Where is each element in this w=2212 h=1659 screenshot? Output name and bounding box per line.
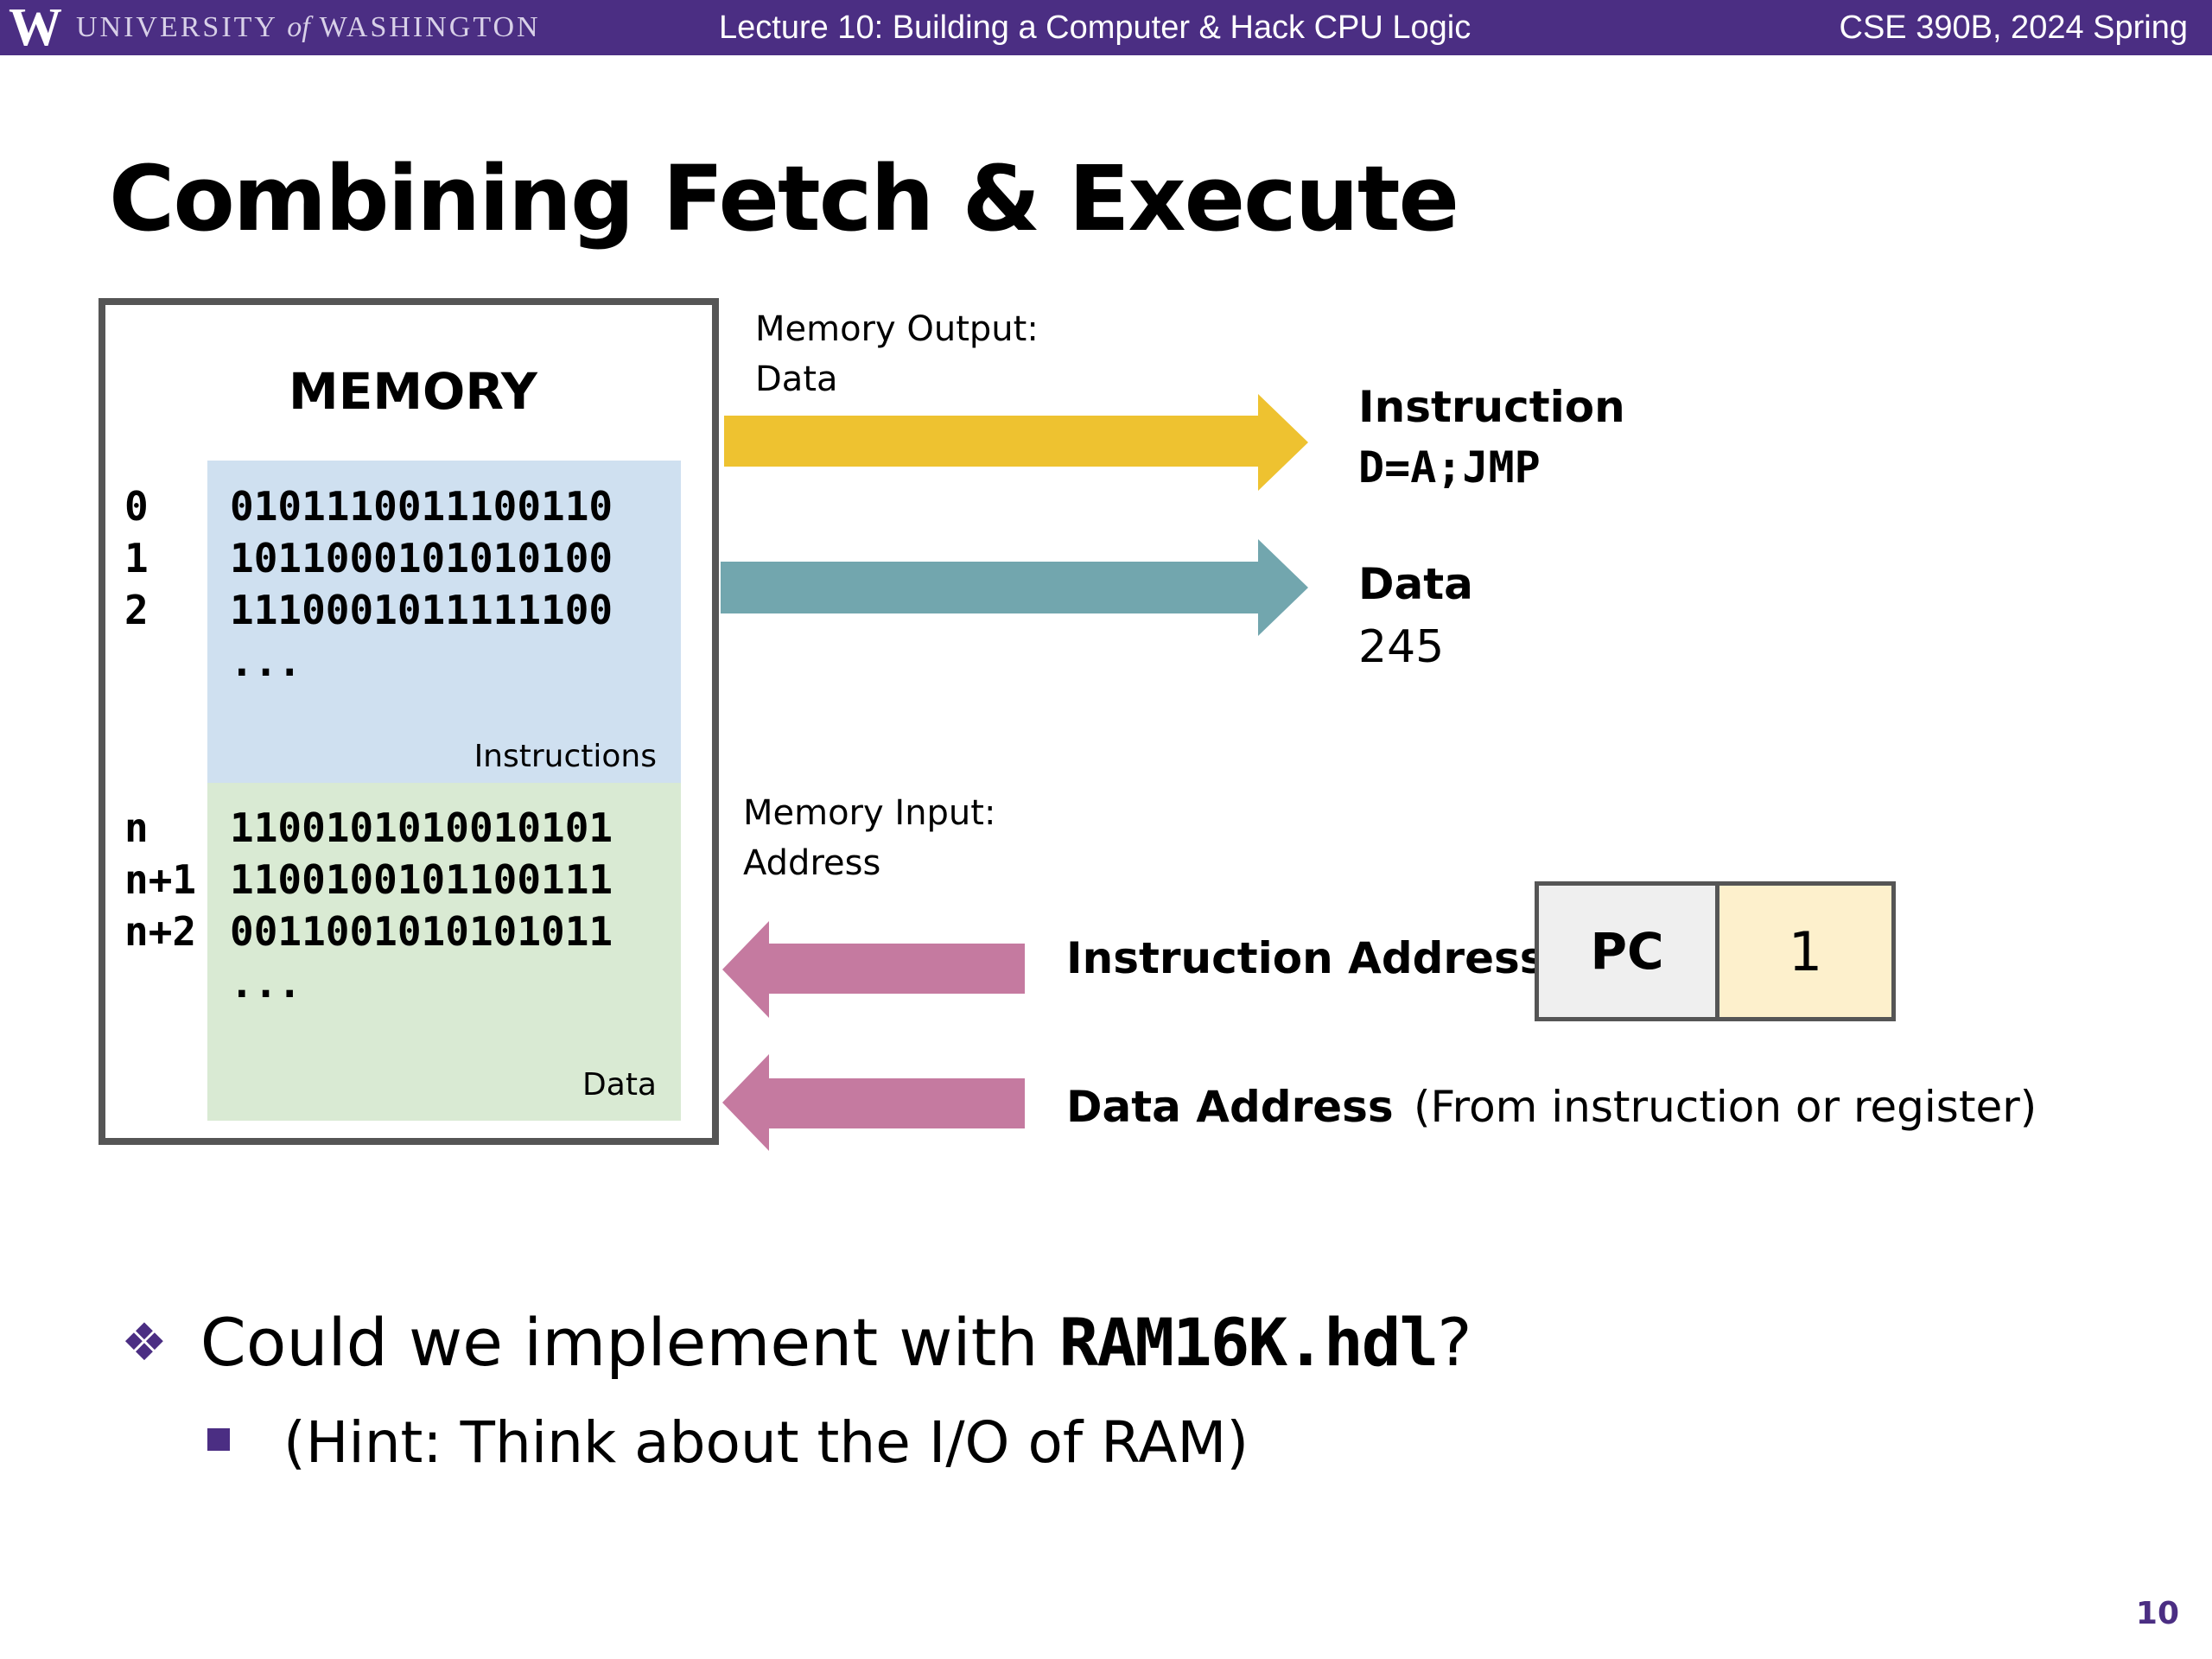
memory-word: 1011000101010100 <box>230 535 613 582</box>
university-word: UNIVERSITY <box>76 11 277 43</box>
data-output-label: Data <box>1358 559 1473 609</box>
instructions-region-label: Instructions <box>474 739 657 774</box>
instruction-address-arrow <box>722 921 1025 1018</box>
data-address-note: (From instruction or register) <box>1414 1082 2037 1132</box>
memory-word: 1110001011111100 <box>230 587 613 633</box>
data-region-label: Data <box>582 1067 657 1103</box>
slide-number: 10 <box>2135 1596 2179 1631</box>
instruction-output-value: D=A;JMP <box>1358 442 1541 493</box>
memory-ellipsis: ... <box>230 639 302 685</box>
memory-input-subheading: Address <box>743 843 881 883</box>
uw-logo-icon: W <box>9 0 62 57</box>
bullet-question: ❖ Could we implement with RAM16K.hdl? <box>121 1300 1472 1386</box>
university-name: UNIVERSITY of WASHINGTON <box>76 10 541 45</box>
data-address-label: Data Address <box>1066 1082 1394 1132</box>
square-bullet-icon <box>207 1428 230 1451</box>
data-output-value: 245 <box>1358 621 1445 673</box>
pc-register-value: 1 <box>1719 886 1891 1017</box>
memory-address: 1 <box>124 535 149 582</box>
data-address-arrow <box>722 1054 1025 1151</box>
university-word: WASHINGTON <box>319 11 541 43</box>
header-banner <box>0 0 2212 55</box>
lecture-title: Lecture 10: Building a Computer & Hack C… <box>719 10 1471 46</box>
memory-ellipsis: ... <box>230 960 302 1007</box>
instruction-address-label: Instruction Address <box>1066 933 1546 983</box>
data-output-arrow <box>721 539 1308 636</box>
memory-word: 1100101010010101 <box>230 804 613 851</box>
slide-title: Combining Fetch & Execute <box>109 146 1459 251</box>
memory-address: n+1 <box>124 856 197 903</box>
memory-output-heading: Memory Output: <box>755 309 1039 349</box>
memory-address: 2 <box>124 587 149 633</box>
memory-output-subheading: Data <box>755 359 838 399</box>
course-label: CSE 390B, 2024 Spring <box>1839 10 2189 46</box>
bullet-code: RAM16K.hdl <box>1058 1304 1440 1381</box>
memory-address: n <box>124 804 149 851</box>
instruction-output-arrow <box>724 394 1308 491</box>
bullet-text: Could we implement with <box>200 1304 1039 1381</box>
instruction-output-label: Instruction <box>1358 382 1625 432</box>
memory-address: n+2 <box>124 908 197 955</box>
instructions-region <box>207 461 681 783</box>
data-region <box>207 783 681 1121</box>
university-word-of: of <box>287 11 310 43</box>
pc-register-name: PC <box>1539 886 1719 1017</box>
memory-input-heading: Memory Input: <box>743 793 996 833</box>
memory-address: 0 <box>124 483 149 530</box>
diamond-bullet-icon: ❖ <box>121 1313 168 1373</box>
pc-register: PC 1 <box>1535 881 1896 1021</box>
memory-word: 0011001010101011 <box>230 908 613 955</box>
memory-label: MEMORY <box>289 362 537 421</box>
bullet-text-end: ? <box>1437 1304 1472 1381</box>
bullet-hint-text: (Hint: Think about the I/O of RAM) <box>283 1409 1249 1476</box>
bullet-hint: (Hint: Think about the I/O of RAM) <box>207 1404 1249 1482</box>
memory-word: 1100100101100111 <box>230 856 613 903</box>
memory-word: 0101110011100110 <box>230 483 613 530</box>
